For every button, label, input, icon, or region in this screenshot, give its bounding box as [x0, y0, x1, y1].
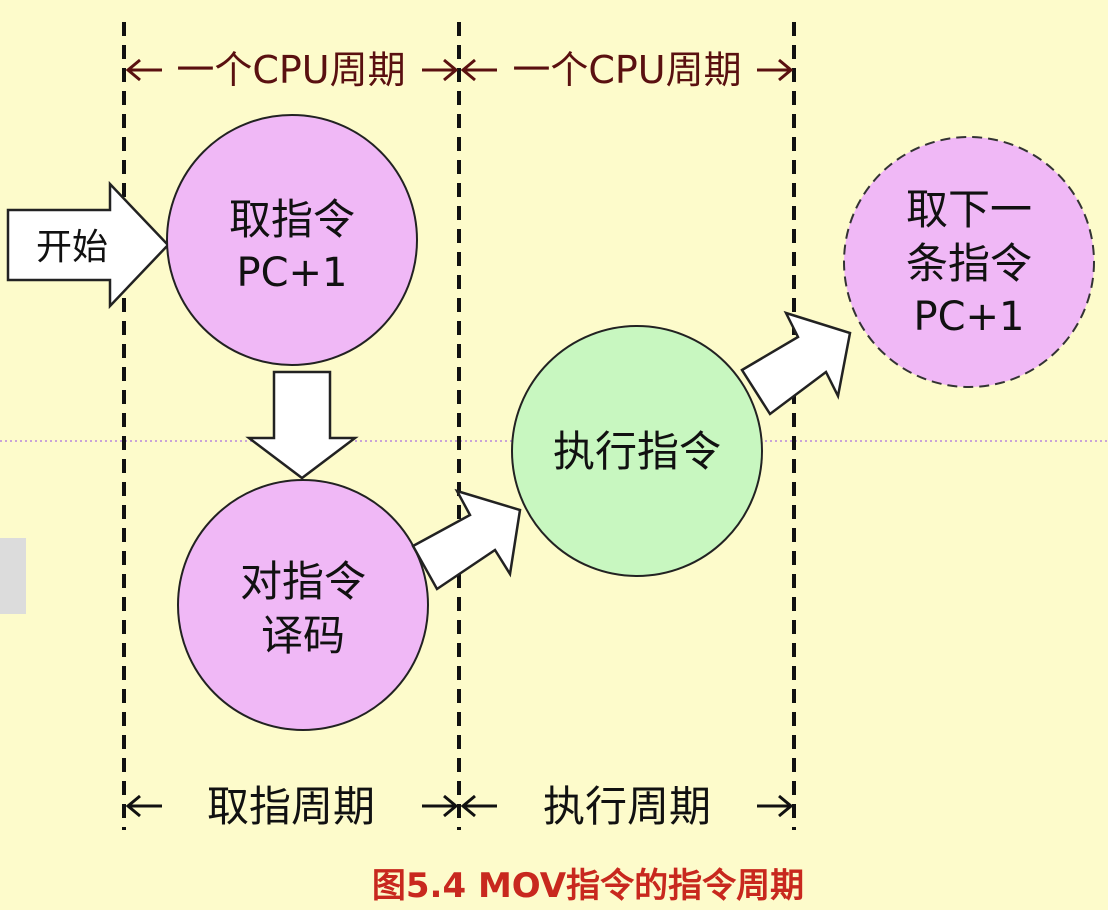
bottom-bracket-2	[460, 794, 794, 818]
top-bracket-2-label: 一个CPU周期	[512, 48, 741, 92]
top-bracket-2	[460, 58, 794, 82]
execute-node	[511, 325, 763, 577]
fetch-to-decode-arrow	[245, 370, 359, 480]
bottom-bracket-2-label: 执行周期	[543, 782, 711, 831]
start-arrow	[6, 180, 170, 310]
next-fetch-node-line2: 条指令	[906, 239, 1032, 288]
decode-node-line1: 对指令	[240, 557, 366, 606]
top-bracket-1	[125, 58, 459, 82]
decode-to-execute-arrow	[411, 488, 522, 591]
next-fetch-node-line3: PC+1	[913, 294, 1024, 340]
fetch-node	[166, 114, 418, 366]
next-fetch-node	[843, 136, 1095, 388]
top-bracket-1-label: 一个CPU周期	[176, 48, 405, 92]
execute-to-next-arrow	[740, 310, 852, 416]
fetch-node-line2: PC+1	[236, 250, 347, 296]
left-gray-block	[0, 538, 26, 614]
decode-node-line2: 译码	[261, 611, 345, 660]
bottom-bracket-1-label: 取指周期	[207, 782, 375, 831]
next-fetch-node-line1: 取下一	[906, 185, 1032, 234]
decode-node	[177, 479, 429, 731]
start-arrow-label: 开始	[36, 227, 108, 268]
figure-caption: 图5.4 MOV指令的指令周期	[372, 866, 804, 906]
bottom-bracket-1	[125, 794, 459, 818]
execute-node-label: 执行指令	[553, 427, 721, 476]
fetch-node-line1: 取指令	[229, 195, 355, 244]
